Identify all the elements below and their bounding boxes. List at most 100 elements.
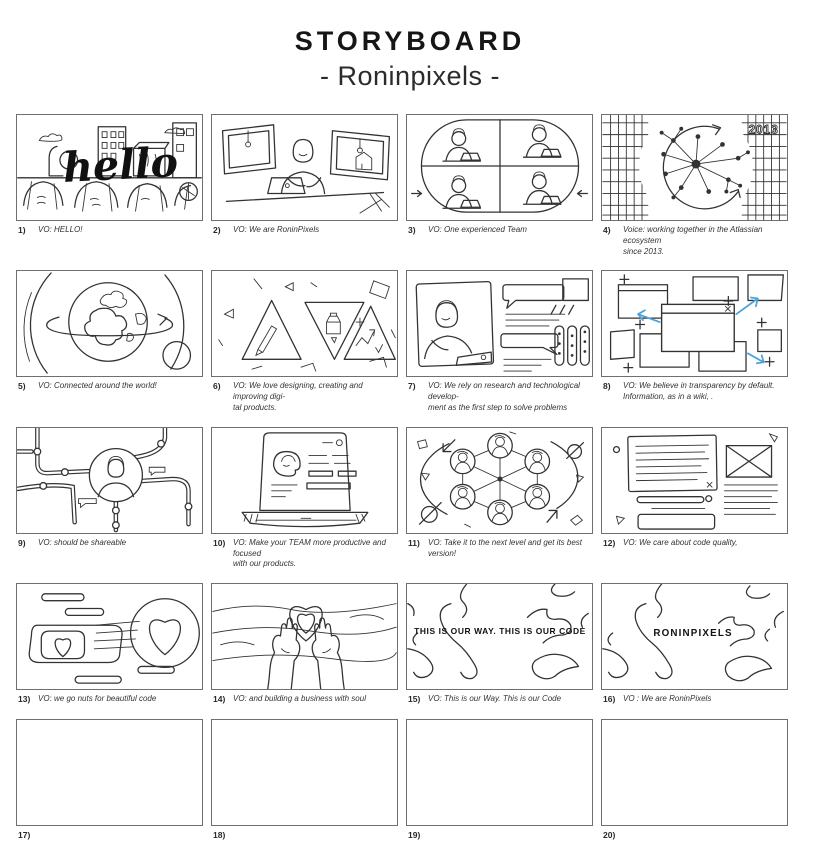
panel-number: 9) <box>18 537 26 548</box>
panel-number: 7) <box>408 381 416 392</box>
panel-5-caption: 5) VO: Connected around the world! <box>16 377 203 399</box>
panel-caption-text: VO: should be shareable <box>38 537 127 547</box>
panel-caption-text: VO: We rely on research and technologica… <box>428 381 580 412</box>
sketch-wiki-windows <box>609 274 784 374</box>
panel-caption-text: VO: We believe in transparency by defaul… <box>623 381 775 402</box>
panel-caption-text: Voice: working together in the Atlassian… <box>623 225 763 256</box>
panel-2-frame <box>211 114 398 221</box>
sketch-roninpixels: RONINPIXELS <box>602 584 784 682</box>
panel-caption-text: VO: Make your TEAM more productive and f… <box>233 537 386 569</box>
panel-13: 13) VO: we go nuts for beautiful code <box>16 583 203 712</box>
panel-number: 6) <box>213 381 221 392</box>
panel-10-caption: 10) VO: Make your TEAM more productive a… <box>211 534 398 576</box>
panel-9: 9) VO: should be shareable <box>16 426 203 576</box>
panel-number: 19) <box>408 830 421 841</box>
sketch-design-triangles <box>218 278 396 372</box>
panel-19-caption: 19) <box>406 826 593 848</box>
year-lettering: 2013 <box>749 124 779 137</box>
page-title: STORYBOARD <box>294 26 526 56</box>
panel-number: 5) <box>18 381 26 392</box>
panel-15-caption: 15) VO: This is our Way. This is our Cod… <box>406 690 593 712</box>
sketch-share-pipes <box>17 427 193 533</box>
panel-caption-text: VO: Take it to the next level and get it… <box>428 537 583 558</box>
panel-14-frame <box>211 583 398 691</box>
panel-11-caption: 11) VO: Take it to the next level and ge… <box>406 534 593 566</box>
panel-caption-text: VO: We care about code quality, <box>623 537 738 547</box>
panel-number: 8) <box>603 381 611 392</box>
panel-20: 20) <box>601 719 788 848</box>
panel-5-frame <box>16 270 203 378</box>
panel-3-frame <box>406 114 593 221</box>
roninpixels-lettering: RONINPIXELS <box>653 628 732 639</box>
panel-17: 17) <box>16 719 203 848</box>
panel-12-caption: 12) VO: We care about code quality, <box>601 534 788 556</box>
panel-6-frame <box>211 270 398 378</box>
panel-caption-text: VO: we go nuts for beautiful code <box>38 694 157 704</box>
panel-7-caption: 7) VO: We rely on research and technolog… <box>406 377 593 419</box>
panel-19-frame <box>406 719 593 827</box>
panel-14: 14) VO: and building a business with sou… <box>211 583 398 712</box>
panel-number: 16) <box>603 694 616 705</box>
panel-3-caption: 3) VO: One experienced Team <box>406 221 593 243</box>
panel-15: THIS IS OUR WAY. THIS IS OUR CODE 15) VO… <box>406 583 593 712</box>
panel-20-caption: 20) <box>601 826 788 848</box>
panel-caption-text: VO: Connected around the world! <box>38 381 157 391</box>
panel-number: 10) <box>213 537 226 548</box>
page-subtitle: - Roninpixels - <box>319 61 501 91</box>
sketch-wireframe <box>612 432 779 530</box>
panel-10: 10) VO: Make your TEAM more productive a… <box>211 426 398 576</box>
sketch-team-grid <box>411 119 588 213</box>
sketch-team-circle <box>417 431 585 528</box>
storyboard-grid: hello 1) VO: HELLO! <box>16 114 788 848</box>
panel-3: 3) VO: One experienced Team <box>406 114 593 263</box>
panel-1-caption: 1) VO: HELLO! <box>16 221 203 243</box>
panel-12: 12) VO: We care about code quality, <box>601 426 788 576</box>
panel-18: 18) <box>211 719 398 848</box>
panel-4-caption: 4) Voice: working together in the Atlass… <box>601 221 788 263</box>
panel-10-frame <box>211 426 398 534</box>
panel-18-frame <box>211 719 398 827</box>
sketch-hands-heart <box>212 603 397 690</box>
panel-number: 2) <box>213 225 221 235</box>
panel-number: 20) <box>603 830 616 841</box>
panel-14-caption: 14) VO: and building a business with sou… <box>211 690 398 712</box>
panel-number: 11) <box>408 537 420 548</box>
panel-2-caption: 2) VO: We are RoninPixels <box>211 221 398 243</box>
sketch-globe <box>23 272 192 375</box>
panel-9-frame <box>16 426 203 534</box>
panel-11-frame <box>406 426 593 534</box>
panel-4: 2013 4) Voice: working together in the A… <box>601 114 788 263</box>
sketch-research <box>415 278 590 372</box>
panel-number: 15) <box>408 694 421 705</box>
panel-8-caption: 8) VO: We believe in transparency by def… <box>601 377 788 409</box>
storyboard-header: STORYBOARD - Roninpixels - <box>0 0 820 92</box>
panel-8-frame <box>601 270 788 378</box>
panel-number: 4) <box>603 225 611 235</box>
panel-number: 14) <box>213 694 226 705</box>
panel-4-frame: 2013 <box>601 114 788 221</box>
panel-caption-text: VO: We are RoninPixels <box>233 225 320 234</box>
panel-caption-text: VO: We love designing, creating and impr… <box>233 381 363 412</box>
panel-15-frame: THIS IS OUR WAY. THIS IS OUR CODE <box>406 583 593 691</box>
panel-16-caption: 16) VO : We are RoninPixels <box>601 690 788 712</box>
panel-6-caption: 6) VO: We love designing, creating and i… <box>211 377 398 419</box>
panel-caption-text: VO: This is our Way. This is our Code <box>428 694 562 704</box>
way-code-lettering: THIS IS OUR WAY. THIS IS OUR CODE <box>414 626 586 636</box>
hello-lettering: hello <box>62 137 179 192</box>
sketch-city-hello: hello <box>17 122 202 212</box>
sketch-network-2013: 2013 <box>602 115 787 220</box>
panel-caption-text: VO: HELLO! <box>38 225 83 234</box>
panel-number: 17) <box>18 830 31 841</box>
panel-18-caption: 18) <box>211 826 398 848</box>
panel-9-caption: 9) VO: should be shareable <box>16 534 203 556</box>
panel-20-frame <box>601 719 788 827</box>
panel-13-frame <box>16 583 203 691</box>
panel-number: 18) <box>213 830 226 841</box>
panel-16-frame: RONINPIXELS <box>601 583 788 691</box>
panel-number: 3) <box>408 225 416 235</box>
panel-17-frame <box>16 719 203 827</box>
panel-2: 2) VO: We are RoninPixels <box>211 114 398 263</box>
panel-13-caption: 13) VO: we go nuts for beautiful code <box>16 690 203 712</box>
panel-1: hello 1) VO: HELLO! <box>16 114 203 263</box>
panel-7: 7) VO: We rely on research and technolog… <box>406 270 593 419</box>
